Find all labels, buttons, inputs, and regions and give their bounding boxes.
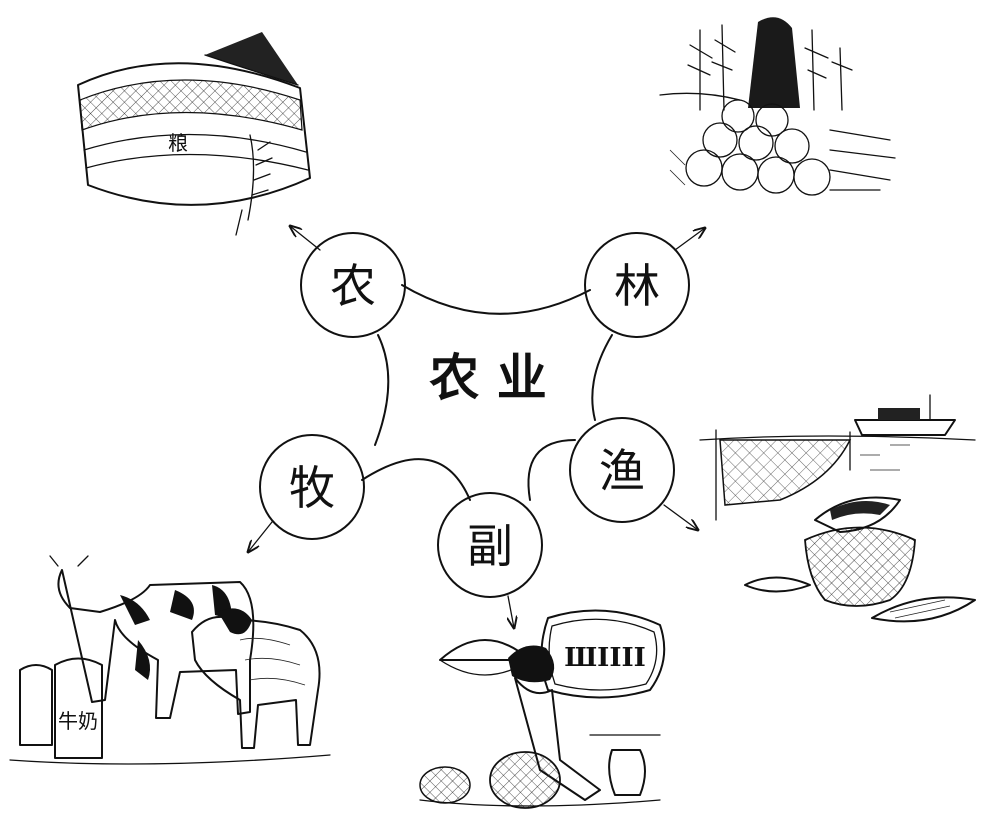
fishery-illustration: [699, 394, 976, 623]
node-fu: 副: [437, 492, 543, 598]
arrow-to-fishery: [663, 504, 698, 530]
sign-text: ШIIII: [564, 643, 646, 673]
node-lin-label: 林: [614, 259, 660, 313]
node-fu-label: 副: [467, 519, 513, 573]
node-mu: 牧: [259, 434, 365, 540]
arrow-to-crafts: [508, 595, 514, 628]
center-label: 农 业: [429, 348, 546, 407]
node-lin: 林: [584, 232, 690, 338]
node-nong-label: 农: [330, 259, 376, 313]
arrow-to-grain: [290, 226, 321, 251]
milk-jar-label: 牛奶: [58, 709, 98, 733]
center-connector: [361, 284, 613, 501]
node-mu-label: 牧: [289, 461, 335, 515]
arrow-to-forest: [674, 228, 705, 251]
node-yu: 渔: [569, 417, 675, 523]
livestock-illustration: 牛奶: [9, 555, 331, 765]
crafts-illustration: ШIIII: [419, 609, 666, 809]
forest-illustration: [659, 17, 896, 196]
node-nong: 农: [300, 232, 406, 338]
arrow-to-livestock: [248, 521, 273, 552]
grain-bin-illustration: 粮: [77, 32, 311, 236]
node-yu-label: 渔: [599, 444, 645, 498]
grain-bin-char: 粮: [168, 131, 188, 155]
